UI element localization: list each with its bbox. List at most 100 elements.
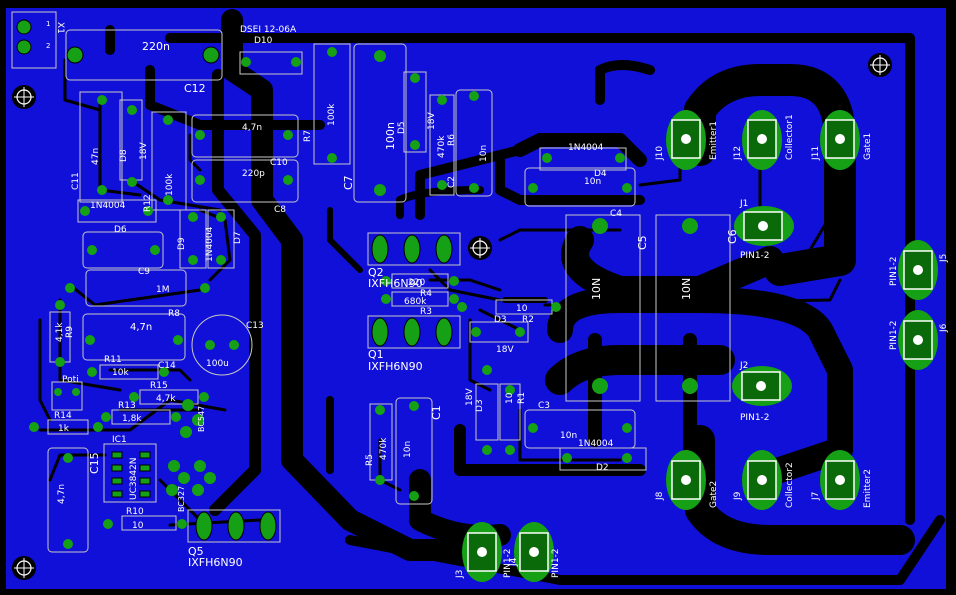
c9-outline: [82, 231, 164, 269]
c1-label: C1: [430, 405, 443, 420]
d10-label: D10: [254, 36, 273, 46]
r3-value: 680k: [404, 297, 427, 307]
c15-value: 4,7n: [57, 484, 67, 504]
r7-value: 100k: [327, 103, 337, 126]
connector-j6[interactable]: [898, 310, 938, 370]
connector-j2[interactable]: [732, 366, 792, 406]
c12-name: C12: [184, 82, 206, 95]
r14-value: 1k: [58, 424, 70, 434]
r1-outline: [499, 383, 521, 441]
c12-value: 220n: [142, 40, 170, 53]
ic1-label: IC1: [112, 435, 127, 445]
c7-outline: [353, 43, 407, 203]
r9-value: 4,1k: [55, 322, 65, 342]
connector-j4[interactable]: [514, 522, 554, 582]
j9-label: J9: [733, 491, 743, 501]
connector-j12[interactable]: [742, 110, 782, 170]
c8-outline: [191, 159, 299, 203]
connector-j10[interactable]: [666, 110, 706, 170]
j5-label: J5: [939, 254, 949, 263]
j10-label: J10: [655, 146, 665, 161]
c2-value: 10n: [479, 145, 489, 162]
c11-label: C11: [71, 172, 81, 190]
j3-value: PIN1-2: [503, 548, 513, 578]
c14-outline: [82, 313, 186, 361]
d6-label: D6: [114, 225, 127, 235]
connector-j3[interactable]: [462, 522, 502, 582]
c10-label: C10: [270, 158, 288, 168]
j11-name: Gate1: [863, 133, 873, 160]
r8-outline: [85, 269, 187, 307]
c7-value: 100n: [384, 122, 397, 150]
connector-j5[interactable]: [898, 240, 938, 300]
j6-value: PIN1-2: [889, 320, 899, 350]
j8-name: Gate2: [709, 481, 719, 508]
c1-outline: [395, 397, 433, 505]
c5-outline: [565, 214, 641, 402]
d3-value: 18V: [496, 345, 514, 355]
j3-label: J3: [455, 570, 465, 579]
c15-outline: [47, 447, 89, 553]
j9-name: Collector2: [785, 462, 795, 508]
r10-value: 10: [132, 521, 144, 531]
c3-value: 10n: [560, 431, 577, 441]
d10-outline: [239, 51, 303, 75]
j12-name: Collector1: [785, 114, 795, 160]
r8-label: R8: [168, 309, 180, 319]
mounting-holes: [12, 53, 892, 580]
d2-label: D2: [596, 463, 609, 473]
c6-label: C6: [726, 229, 739, 244]
c14-label: C14: [158, 361, 176, 371]
d1-label: D3: [475, 399, 485, 412]
poti-outline: [51, 381, 83, 411]
r13-label: R13: [118, 401, 136, 411]
connector-j9[interactable]: [742, 450, 782, 510]
j1-value: PIN1-2: [740, 251, 770, 261]
dsei-label: DSEI 12-06A: [240, 25, 297, 35]
q1-outline: [367, 315, 461, 349]
connector-j8[interactable]: [666, 450, 706, 510]
r7-outline: [313, 43, 351, 165]
mounting-hole-icon: [12, 85, 36, 109]
x1-label: X1: [55, 22, 65, 34]
connector-j7[interactable]: [820, 450, 860, 510]
mounting-hole-icon: [12, 556, 36, 580]
r3-outline: [391, 291, 449, 307]
r10-label: R10: [126, 507, 144, 517]
d6-outline: [77, 199, 157, 223]
j12-label: J12: [733, 146, 743, 161]
r14-outline: [47, 419, 89, 435]
c8-value: 220p: [242, 169, 265, 179]
q5-label: Q5: [188, 545, 204, 558]
c13-outline: [191, 314, 253, 376]
t2-label: BC327: [177, 486, 186, 512]
connector-j11[interactable]: [820, 110, 860, 170]
c14-value: 4,7n: [130, 322, 152, 333]
x1-pin2: 2: [46, 42, 50, 50]
connector-j1[interactable]: [734, 206, 794, 246]
c13-label: C13: [246, 321, 264, 331]
d5-value: 18V: [427, 112, 437, 130]
d3-outline: [469, 321, 529, 343]
d9-outline: [179, 209, 207, 269]
c4-outline: [524, 167, 636, 207]
c13-value: 100u: [206, 359, 229, 369]
j10-name: Emitter1: [709, 121, 719, 160]
j2-label: J2: [739, 361, 748, 371]
d8-value: 18V: [139, 142, 149, 160]
d8-label: D8: [119, 149, 129, 162]
j11-label: J11: [811, 146, 821, 161]
r4-outline: [391, 273, 449, 289]
q2-label: Q2: [368, 266, 384, 279]
mounting-hole-icon: [468, 236, 492, 260]
r2-label: R2: [522, 315, 534, 325]
d4-outline: [539, 147, 627, 171]
j1-label: J1: [739, 199, 748, 209]
j4-value: PIN1-2: [551, 548, 561, 578]
component-outlines: [11, 11, 731, 553]
q1-label: Q1: [368, 348, 384, 361]
d7-label: D7: [233, 231, 243, 244]
r14-label: R14: [54, 411, 72, 421]
d1-outline: [475, 383, 499, 441]
c6-value: 10N: [680, 278, 693, 300]
